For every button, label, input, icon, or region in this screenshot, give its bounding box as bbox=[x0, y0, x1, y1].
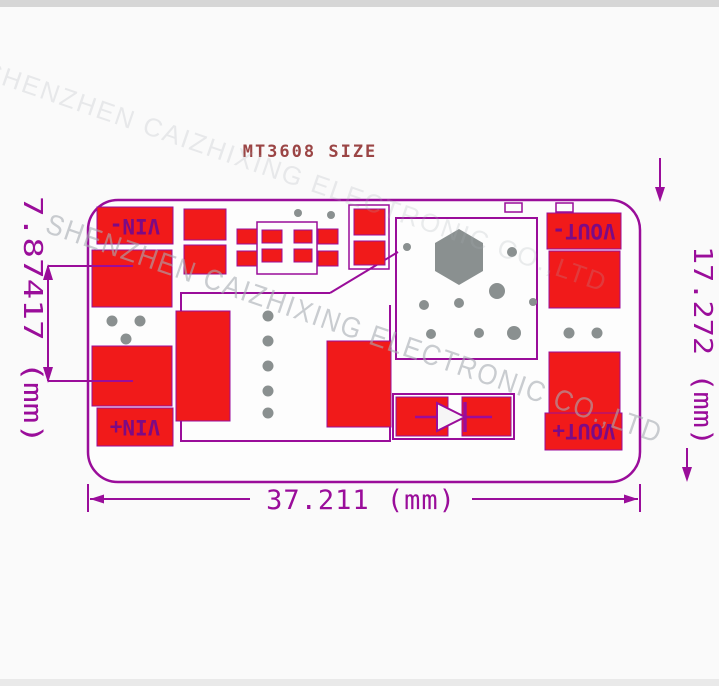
pad-vout-minus bbox=[548, 250, 621, 309]
via-dot bbox=[419, 300, 429, 310]
dim-arrow-down bbox=[682, 467, 692, 482]
copper-pad bbox=[317, 250, 339, 267]
dim-height-left-text: 7.87417 (mm) bbox=[17, 196, 47, 444]
copper-pads bbox=[91, 206, 623, 451]
via-dot bbox=[403, 243, 411, 251]
board-edge-tab bbox=[504, 202, 523, 213]
via-dot bbox=[454, 298, 464, 308]
vin-plus-label: VIN+ bbox=[110, 415, 161, 439]
dim-arrow-left bbox=[90, 494, 104, 504]
copper-pad bbox=[236, 250, 258, 267]
via-dot bbox=[507, 247, 517, 257]
bottom-gray-band bbox=[0, 679, 719, 686]
diode-component bbox=[392, 393, 515, 440]
via-dot bbox=[262, 385, 274, 397]
via-dot bbox=[262, 310, 274, 322]
via-dot bbox=[294, 209, 302, 217]
via-dot bbox=[120, 333, 132, 345]
copper-pad bbox=[175, 310, 231, 422]
copper-pad bbox=[183, 244, 227, 275]
via-dot bbox=[591, 327, 603, 339]
top-gray-band bbox=[0, 0, 719, 7]
via-dot bbox=[489, 283, 505, 299]
component-outline bbox=[348, 204, 390, 270]
copper-pad bbox=[183, 208, 227, 241]
diode-symbol-triangle bbox=[436, 401, 468, 433]
via-dot bbox=[529, 298, 537, 306]
vin-minus-label: VIN- bbox=[110, 214, 161, 238]
copper-pad bbox=[317, 228, 339, 245]
pad-vin-minus-label-area bbox=[96, 206, 174, 245]
via-dot bbox=[426, 329, 436, 339]
via-dot bbox=[563, 327, 575, 339]
via-dot bbox=[262, 335, 274, 347]
pad-vout-minus-label-area bbox=[546, 212, 622, 250]
copper-pad bbox=[353, 240, 386, 266]
via-dots bbox=[106, 209, 603, 419]
via-dot bbox=[474, 328, 484, 338]
copper-pad bbox=[293, 248, 313, 263]
pad-vout-plus-label-area bbox=[544, 412, 623, 451]
dim-width-bottom-text: 37.211 (mm) bbox=[266, 485, 456, 516]
copper-pad bbox=[293, 229, 313, 244]
via-dot bbox=[134, 315, 146, 327]
dimension-left bbox=[43, 264, 133, 383]
diagram-title: MT3608 SIZE bbox=[243, 142, 378, 162]
dim-arrow-right bbox=[624, 494, 638, 504]
pad-vin-plus-label-area bbox=[96, 407, 174, 447]
dim-height-right-text: 17.272 (mm) bbox=[687, 246, 717, 446]
via-dot bbox=[327, 211, 335, 219]
copper-pad bbox=[261, 248, 283, 263]
via-dot bbox=[106, 315, 118, 327]
pin-labels: VIN- VIN+ VOUT- VOUT+ bbox=[110, 214, 616, 443]
dim-arrow-up bbox=[43, 264, 53, 280]
component-outline bbox=[256, 221, 318, 275]
copper-pad bbox=[353, 208, 386, 236]
pad-vin-minus bbox=[91, 249, 173, 308]
ic-region-diagonal-trace bbox=[329, 251, 399, 294]
via-dot bbox=[507, 326, 521, 340]
diode-outline bbox=[392, 393, 515, 440]
pad-vin-plus bbox=[91, 345, 173, 407]
copper-pad bbox=[261, 229, 283, 244]
copper-pad bbox=[236, 228, 258, 245]
copper-pad bbox=[326, 340, 392, 428]
vout-minus-label: VOUT- bbox=[552, 219, 615, 243]
dimension-right bbox=[655, 158, 692, 482]
dimension-bottom bbox=[87, 484, 641, 512]
vout-plus-label: VOUT+ bbox=[552, 419, 615, 443]
inductor-footprint-outline bbox=[395, 217, 538, 360]
dim-arrow-down bbox=[655, 187, 665, 202]
inductor-core-hexagon bbox=[435, 229, 483, 285]
dim-arrow-down bbox=[43, 367, 53, 383]
via-dot bbox=[262, 407, 274, 419]
pad-vout-plus bbox=[548, 351, 621, 414]
board-edge-tab bbox=[555, 202, 574, 213]
via-dot bbox=[262, 360, 274, 372]
